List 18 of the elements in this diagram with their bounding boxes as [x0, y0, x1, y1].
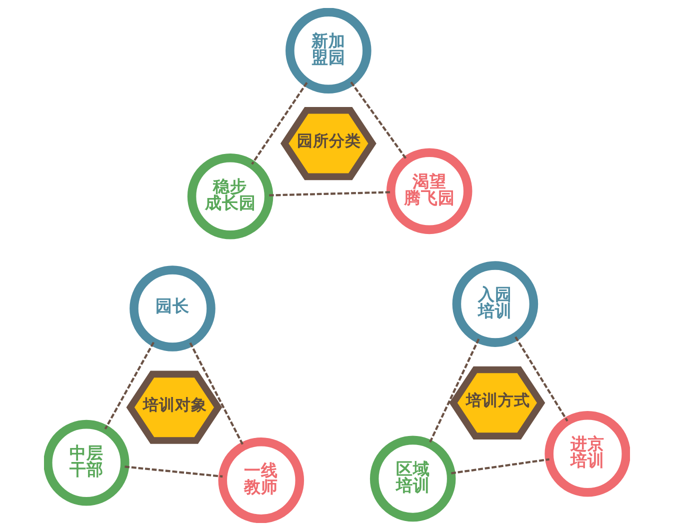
connector	[450, 458, 549, 474]
connector	[104, 342, 154, 430]
connector	[250, 82, 308, 165]
connector	[350, 82, 408, 160]
node-circle: 新加盟园	[285, 8, 371, 94]
node-circle: 一线教师	[218, 437, 304, 523]
node-circle: 园长	[129, 266, 215, 352]
connector	[188, 342, 244, 447]
node-circle: 区域培训	[369, 436, 456, 522]
connector	[428, 338, 480, 444]
node-circle: 入园培训	[452, 261, 538, 347]
connector	[514, 336, 568, 422]
node-circle: 渴望腾飞园	[386, 148, 472, 234]
connector	[268, 191, 390, 196]
node-circle: 进京培训	[544, 410, 630, 497]
connector	[124, 466, 222, 478]
node-circle: 稳步成长园	[186, 153, 273, 240]
node-circle: 中层干部	[44, 420, 129, 506]
